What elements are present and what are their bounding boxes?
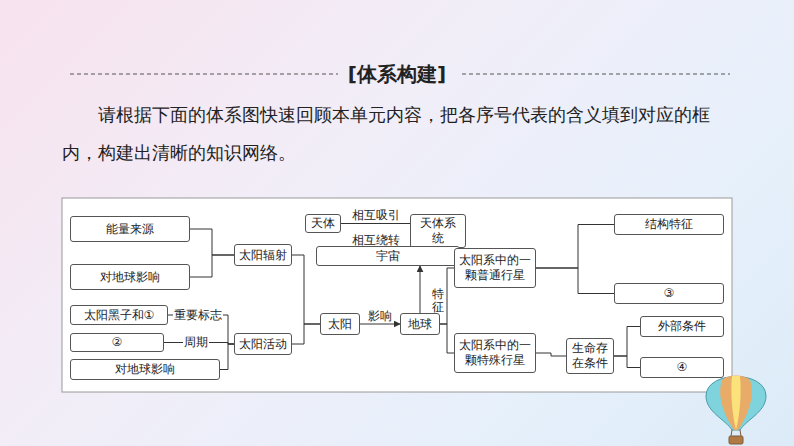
- concept-box: ④: [640, 357, 724, 378]
- edge-side-label: 相互绕转: [352, 233, 400, 247]
- concept-box: 太阳: [320, 313, 360, 335]
- box-text: 生命存在条件: [571, 341, 609, 371]
- concept-box: 太阳黑子和①: [70, 305, 168, 325]
- box-text: 太阳活动: [239, 337, 287, 352]
- connector-line: [536, 268, 614, 294]
- connector-line: [292, 255, 320, 324]
- edge-label: 周期: [183, 335, 209, 349]
- concept-box: 对地球影响: [70, 359, 220, 380]
- concept-box: 太阳系中的一颗普通行星: [454, 248, 536, 288]
- connector-line: [614, 327, 640, 357]
- box-text: 太阳黑子和①: [84, 308, 155, 323]
- concept-box: 宇宙: [316, 246, 460, 266]
- connector-line: [341, 223, 410, 224]
- concept-box: 对地球影响: [70, 264, 190, 290]
- concept-box: 天体: [305, 214, 341, 233]
- connector-line: [614, 356, 640, 368]
- box-text: 结构特征: [645, 217, 693, 232]
- vertical-label: 特征: [432, 288, 444, 314]
- box-text: 宇宙: [376, 249, 400, 264]
- box-text: ④: [677, 360, 688, 375]
- box-text: ②: [112, 335, 123, 350]
- concept-box: 太阳活动: [234, 333, 292, 355]
- connector-line: [292, 324, 320, 344]
- concept-box: 外部条件: [640, 316, 724, 337]
- connector-line: [536, 225, 614, 269]
- balloon-illustration: [706, 376, 766, 445]
- connector-line: [440, 324, 454, 353]
- connector-line: [360, 324, 400, 325]
- connector-line: [220, 344, 234, 370]
- concept-box: 地球: [400, 313, 440, 335]
- concept-box: 生命存在条件: [566, 338, 614, 374]
- concept-box: 太阳系中的一颗特殊行星: [454, 333, 536, 373]
- connector-line: [190, 229, 234, 255]
- box-text: 地球: [408, 317, 432, 332]
- diagram-panel: [62, 198, 732, 392]
- concept-box: 能量来源: [70, 216, 190, 242]
- edge-label: 影响: [367, 309, 393, 323]
- instruction-text: 请根据下面的体系图快速回顾本单元内容，把各序号代表的含义填到对应的框内，构建出清…: [62, 96, 742, 172]
- concept-box: 天体系统: [410, 214, 466, 248]
- slide-title: [体系构建]: [0, 61, 794, 87]
- edge-label: 相互吸引: [351, 208, 401, 222]
- dashed-rule: [70, 74, 338, 75]
- box-text: 太阳系中的一颗普通行星: [459, 253, 531, 283]
- concept-box: ②: [70, 333, 164, 352]
- box-text: 天体系统: [415, 216, 461, 246]
- box-text: 太阳辐射: [239, 248, 287, 263]
- concept-box: 太阳辐射: [234, 244, 292, 266]
- box-text: 对地球影响: [100, 270, 160, 285]
- concept-box: 结构特征: [614, 214, 724, 235]
- box-text: ③: [664, 286, 675, 301]
- edge-label: 重要标志: [173, 308, 223, 322]
- box-text: 对地球影响: [115, 362, 175, 377]
- box-text: 天体: [311, 216, 335, 231]
- concept-box: ③: [614, 283, 724, 304]
- dashed-rule: [462, 74, 730, 75]
- box-text: 太阳: [328, 317, 352, 332]
- connector-line: [420, 266, 421, 313]
- connector-line: [536, 353, 566, 356]
- connector-line: [190, 255, 234, 277]
- box-text: 太阳系中的一颗特殊行星: [459, 338, 531, 368]
- box-text: 外部条件: [658, 319, 706, 334]
- box-text: 能量来源: [106, 222, 154, 237]
